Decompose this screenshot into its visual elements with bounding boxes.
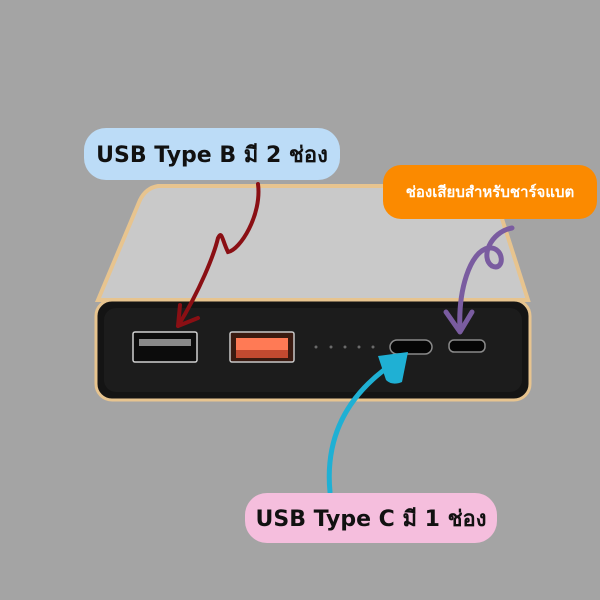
charge-port-arrow	[457, 225, 515, 333]
charging-port-label: ช่องเสียบสำหรับชาร์จแบต	[383, 165, 597, 219]
usb-c-port	[389, 339, 433, 355]
usb-b-arrow	[176, 182, 261, 328]
micro-usb-port	[448, 339, 486, 353]
usb-a-port-1	[132, 331, 198, 363]
usb-c-arrow	[326, 367, 387, 495]
usb-a-port-2	[229, 331, 295, 363]
usb-type-b-label: USB Type B มี 2 ช่อง	[84, 128, 340, 180]
indicator-lights	[314, 345, 375, 349]
usb-type-c-label: USB Type C มี 1 ช่อง	[245, 493, 497, 543]
